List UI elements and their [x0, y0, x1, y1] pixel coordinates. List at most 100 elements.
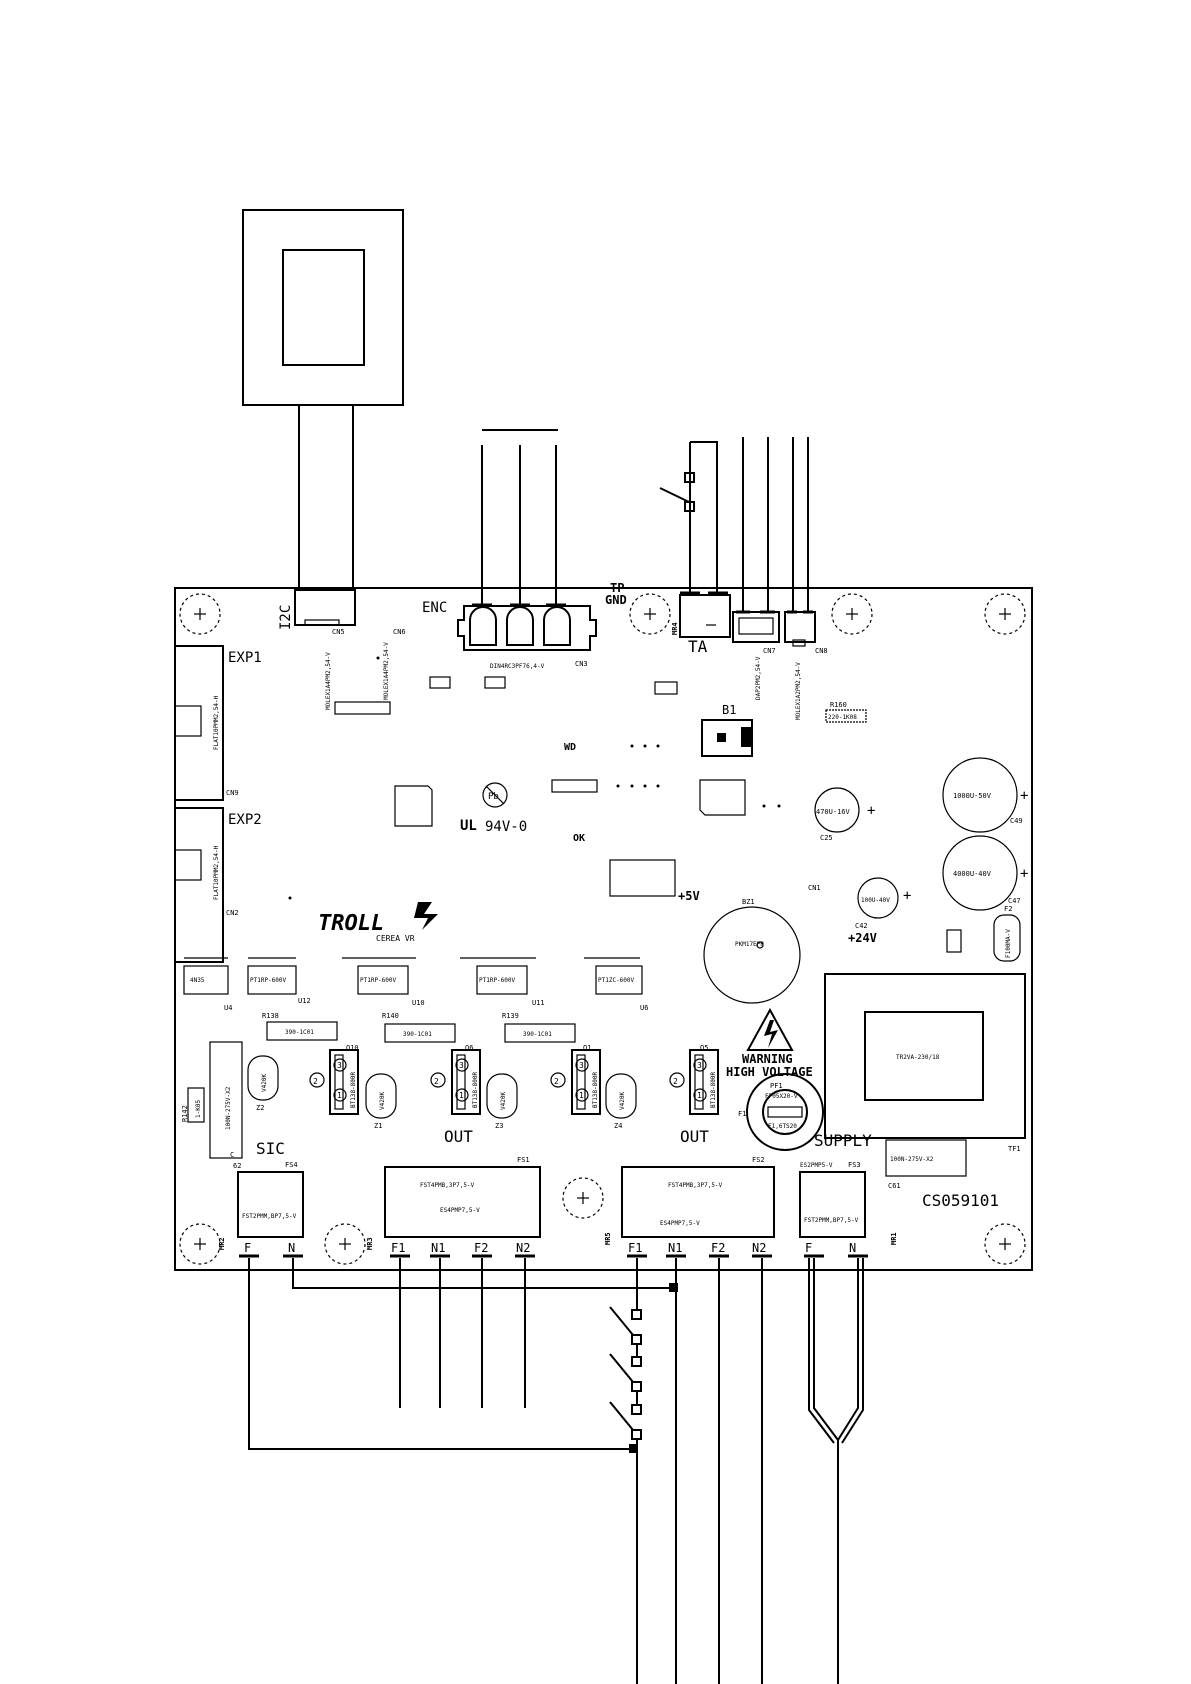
u11-label: U11 — [532, 999, 545, 1007]
mounting-hole-tl — [179, 593, 221, 635]
board-code: CS059101 — [922, 1191, 999, 1210]
fs2-label: FS2 — [752, 1156, 765, 1164]
triac-q10 — [309, 1049, 359, 1115]
rating-label: 94V-0 — [485, 819, 527, 835]
c49-part: 1000U-50V — [953, 792, 992, 800]
pf1-label: PF1 — [770, 1082, 783, 1090]
r140-part: 390-1C01 — [403, 1031, 432, 1038]
fs1-part-b: ES4PMP7,5-V — [440, 1207, 480, 1214]
q10-label: Q10 — [346, 1044, 359, 1052]
svg-text:+: + — [903, 888, 911, 904]
ta-switch-contact-top — [684, 472, 695, 483]
c62-capacitor — [209, 1041, 243, 1159]
cn2-part: FLAT10PMM2,54-H — [213, 845, 220, 900]
triac-q1 — [550, 1049, 601, 1115]
u10-part: PT1RP-600V — [360, 977, 397, 984]
exp2-label: EXP2 — [228, 812, 262, 828]
sic-terminal-n: N — [288, 1241, 295, 1255]
u4-part: 4N35 — [190, 977, 205, 984]
c49-label: C49 — [1010, 817, 1023, 825]
c62-label-b: 62 — [233, 1162, 241, 1170]
cn3-pin-3 — [543, 606, 571, 646]
q1-label: Q1 — [583, 1044, 591, 1052]
fs2-part-a: FST4PMB,3P7,5-V — [668, 1182, 723, 1189]
svg-text:UL: UL — [460, 818, 477, 834]
z3-label: Z3 — [495, 1122, 503, 1130]
lead-free-mark — [482, 782, 508, 808]
cn7-part: DAP2PM2,54-V — [755, 656, 762, 700]
mr1-label: MR1 — [890, 1232, 898, 1245]
cn1-label: CN1 — [808, 884, 821, 892]
ic-pad-2 — [699, 779, 746, 816]
sic-label: SIC — [256, 1139, 285, 1158]
tf1-part: TR2VA-230/18 — [896, 1054, 940, 1061]
gnd-label: GND — [605, 593, 627, 607]
q1-part: BT138-800R — [592, 1071, 599, 1108]
external-wiring — [248, 1258, 864, 1684]
c47-part: 4000U-40V — [953, 870, 992, 878]
mounting-hole-tr2 — [984, 593, 1026, 635]
c61-capacitor — [885, 1139, 967, 1177]
u12-label: U12 — [298, 997, 311, 1005]
enc-label: ENC — [422, 600, 447, 616]
mounting-hole-tm — [629, 593, 671, 635]
r160-resistor — [825, 709, 867, 723]
f1-part: F1,6TS20 — [768, 1123, 797, 1130]
z1-part: V420K — [379, 1092, 386, 1110]
logo-bolt-icon — [414, 902, 438, 930]
fs3-terminal — [799, 1171, 866, 1238]
b1-jumper — [701, 719, 753, 757]
c47-capacitor — [942, 835, 1018, 911]
plus5v-label: +5V — [678, 889, 700, 903]
ta-connector — [679, 594, 731, 638]
f2-fuse — [993, 914, 1021, 962]
cn8-label: CN8 — [815, 647, 828, 655]
fs4-label: FS4 — [285, 1161, 298, 1169]
svg-text:+: + — [1020, 788, 1028, 804]
u11-part: PT1RP-600V — [479, 977, 516, 984]
warning-triangle-icon — [746, 1007, 794, 1051]
c42-capacitor — [857, 877, 899, 919]
z3-part: V420K — [500, 1092, 507, 1110]
cn8-connector — [784, 611, 816, 643]
out2-terminal-n2: N2 — [752, 1241, 766, 1255]
cn9-part: FLAT10PMM2,54-H — [213, 695, 220, 750]
out1-label: OUT — [444, 1127, 473, 1146]
warning-label: WARNING — [742, 1052, 793, 1066]
r139-label: R139 — [502, 1012, 519, 1020]
r160-label: R160 — [830, 701, 847, 709]
c42-part: 100U-40V — [861, 897, 890, 904]
cn9-label: CN9 — [226, 789, 239, 797]
out1-terminal-f1: F1 — [391, 1241, 405, 1255]
mounting-hole-tr1 — [831, 593, 873, 635]
ta-label: TA — [688, 637, 708, 656]
svg-text:3: 3 — [579, 1061, 584, 1070]
svg-text:3: 3 — [459, 1061, 464, 1070]
tf1-core — [864, 1011, 984, 1101]
ta-wire-2 — [690, 441, 718, 593]
mounting-hole-bl — [179, 1223, 221, 1265]
high-voltage-icon — [764, 1020, 778, 1048]
cn6-header — [334, 701, 391, 715]
tf1-label: TF1 — [1008, 1145, 1021, 1153]
cn3-pin-1 — [469, 606, 497, 646]
r139-resistor — [504, 1023, 576, 1043]
wd-label: WD — [564, 742, 576, 753]
svg-text:+: + — [867, 803, 875, 819]
dots — [288, 656, 781, 900]
u6-part: PT1ZC-600V — [598, 977, 635, 984]
out1-terminal-f2: F2 — [474, 1241, 488, 1255]
cn8-part: MOLEX1A2PM2,54-V — [795, 662, 802, 720]
supply-terminal-n: N — [849, 1241, 856, 1255]
svg-text:3: 3 — [697, 1061, 702, 1070]
i2c-label: I2C — [278, 605, 294, 630]
cn7-connector — [732, 611, 780, 643]
q6-label: Q6 — [465, 1044, 473, 1052]
c47-label: C47 — [1008, 897, 1021, 905]
svg-text:2: 2 — [434, 1077, 439, 1086]
mounting-hole-bm1 — [324, 1223, 366, 1265]
tf1-transformer — [824, 973, 1026, 1139]
r140-resistor — [384, 1023, 456, 1043]
pcb-outline — [174, 587, 1033, 1271]
triac-q5 — [669, 1049, 719, 1115]
